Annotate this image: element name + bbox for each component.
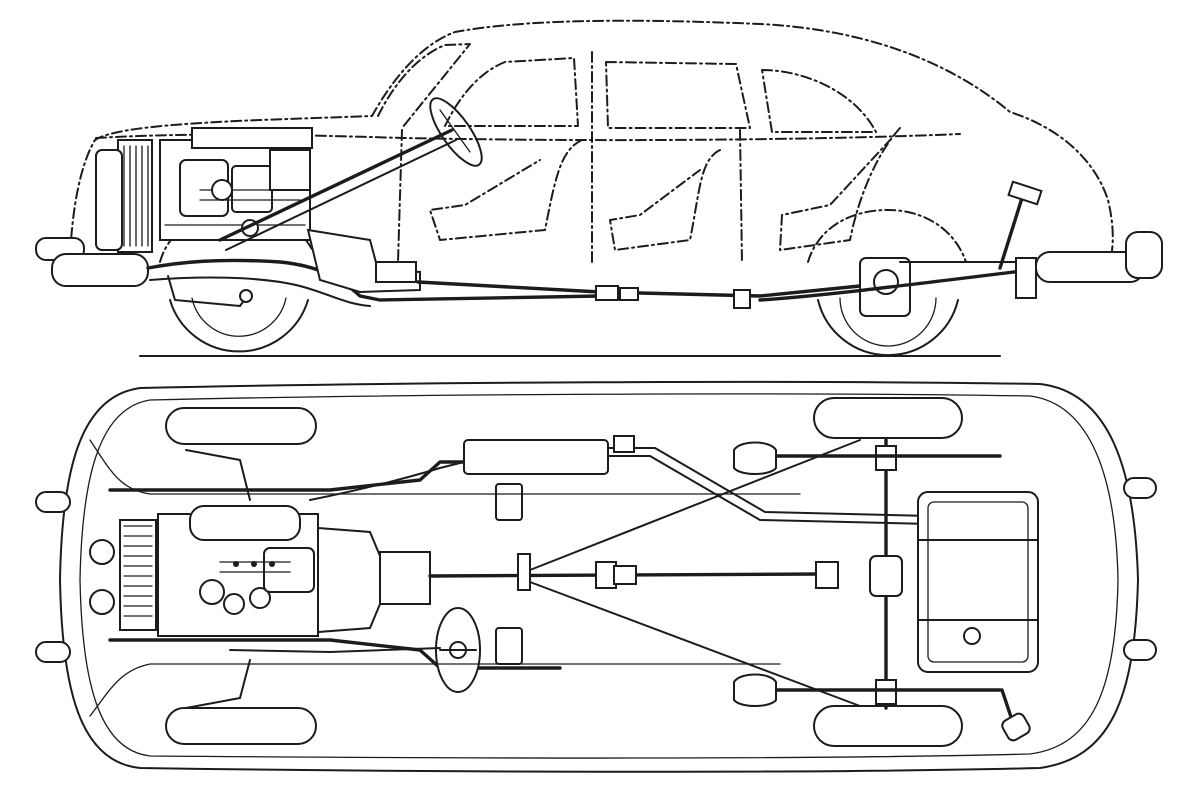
fuel-filler-cap [1007, 180, 1043, 206]
radiator-bottom [119, 519, 157, 631]
steering-wheel-spoke [439, 109, 471, 153]
rear-bumper-right [1123, 639, 1157, 661]
headlight-left [89, 539, 115, 565]
rear-left-wheel [813, 397, 963, 439]
front-door-window [444, 57, 579, 127]
front-bumper-left [35, 491, 71, 513]
wiring-right [89, 663, 781, 717]
driveshaft [416, 280, 862, 298]
front-left-wheel [165, 407, 317, 445]
fuel-filler-pipe [998, 196, 1024, 270]
cylinder-head [191, 127, 313, 149]
brake-cable-left [529, 439, 861, 571]
center-bearing [733, 289, 751, 309]
distributor-bottom [263, 547, 315, 593]
front-bumper-right [35, 641, 71, 663]
front-bumper [51, 253, 149, 287]
radiator [117, 139, 153, 253]
engine [159, 127, 313, 241]
steering-wheel [429, 97, 483, 167]
brake-cylinder-left [495, 483, 523, 521]
fuel-gauge-sender [963, 627, 981, 645]
front-seat [429, 139, 583, 241]
body-outline [69, 19, 1114, 263]
front-wheel-rim [191, 297, 287, 337]
rear-spring [758, 268, 1032, 302]
handbrake-lever [517, 553, 531, 591]
air-filter [231, 165, 273, 213]
front-wheel [169, 299, 309, 353]
front-right-wheel [165, 707, 317, 745]
differential-hub [873, 269, 899, 295]
rear-door-window [605, 61, 751, 129]
rear-wheel-arch [807, 209, 967, 263]
radiator-bottom-fins [123, 525, 153, 617]
gearbox-housing [375, 261, 417, 283]
transmission-case [379, 551, 431, 605]
grille [95, 149, 123, 251]
rear-wheel [817, 299, 959, 357]
exhaust-hanger [613, 435, 635, 453]
spring-hanger-right [733, 673, 777, 707]
differential-bottom [869, 555, 903, 597]
front-suspension-left [185, 449, 251, 501]
engine-bottom [157, 505, 319, 637]
headlight-right [89, 589, 115, 615]
universal-joint-center [619, 287, 639, 301]
steering-linkage [229, 647, 441, 653]
rear-wheel-rim [839, 297, 937, 347]
frame-rail-right [108, 638, 562, 670]
intake-manifold [189, 505, 301, 541]
universal-joint-bottom-center [613, 565, 637, 585]
rear-quarter-window [761, 69, 877, 133]
rear-bumper-end [1125, 231, 1163, 279]
universal-joint-bottom-rear [815, 561, 839, 589]
front-suspension-joint [239, 289, 253, 303]
bottom-view [35, 380, 1157, 773]
rear-hub-right [875, 679, 897, 705]
rear-bumper-left [1123, 477, 1157, 499]
rear-right-wheel [813, 705, 963, 747]
steering-column [218, 128, 454, 242]
rear-shackle [1015, 257, 1037, 299]
front-door-line [397, 129, 403, 263]
radiator-fins [123, 145, 149, 247]
frame-rail-lower [149, 276, 371, 307]
muffler [463, 439, 609, 475]
universal-joint-front [595, 285, 619, 301]
wiring-left [89, 439, 801, 495]
exhaust-pipe [309, 461, 465, 501]
brake-cylinder-right [495, 627, 523, 665]
tail-pipe [607, 455, 931, 525]
spring-hanger-left [733, 441, 777, 475]
front-suspension [167, 275, 251, 307]
distributor [269, 149, 311, 191]
rear-seat-back [779, 127, 901, 251]
windshield [377, 43, 471, 129]
side-view [35, 19, 1163, 357]
rear-door-line [739, 129, 743, 263]
fuel-filler-cap-bottom [1001, 712, 1031, 742]
underbody-outline-inner [79, 393, 1119, 759]
fuel-tank [917, 491, 1039, 673]
rear-seat [609, 149, 721, 251]
fuel-tank-inner [927, 501, 1029, 663]
rear-hub-left [875, 445, 897, 471]
brake-cable-right [529, 581, 861, 707]
steering-column-shadow [225, 139, 457, 251]
front-suspension-right [185, 659, 251, 709]
